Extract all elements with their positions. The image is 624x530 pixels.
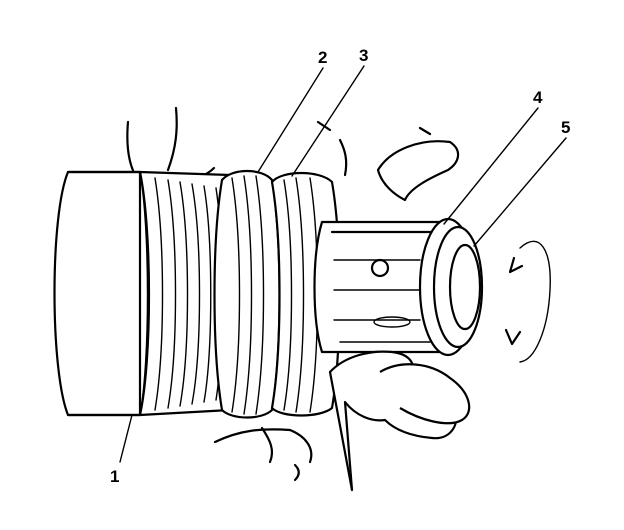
seal-ring-2 [213, 169, 281, 419]
main-housing [53, 170, 149, 417]
callout-4: 4 [533, 88, 543, 107]
lower-left-hand [213, 426, 313, 482]
end-collar [418, 217, 484, 357]
callout-2: 2 [318, 48, 327, 67]
callout-1: 1 [110, 467, 119, 486]
right-hand [328, 126, 471, 492]
splined-shaft [313, 220, 444, 354]
leader-lines [119, 65, 567, 463]
callout-3: 3 [359, 46, 368, 65]
rotation-arrows [504, 240, 551, 363]
callout-5: 5 [561, 118, 570, 137]
